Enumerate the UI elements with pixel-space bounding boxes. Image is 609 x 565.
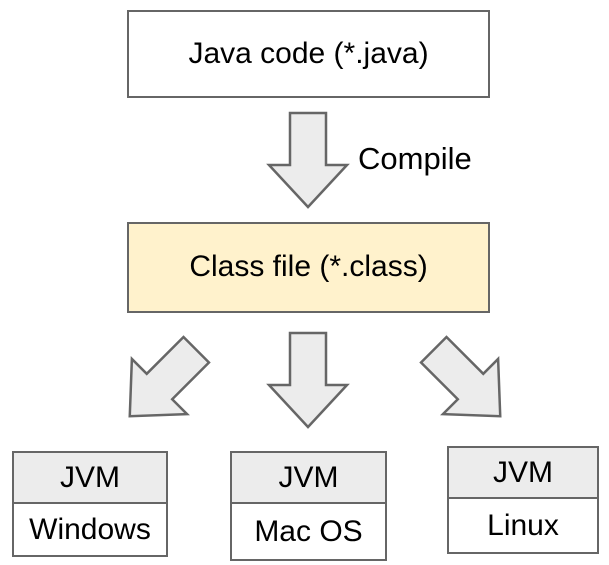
java-code-label: Java code (*.java) — [188, 36, 429, 70]
jvm-macos-header: JVM — [232, 453, 385, 504]
jvm-linux-node: JVM Linux — [447, 446, 599, 554]
down-right-arrow-icon — [419, 335, 502, 418]
down-left-arrow-icon — [128, 335, 211, 418]
compile-down-arrow-icon — [266, 111, 350, 209]
compile-edge-label: Compile — [358, 141, 472, 176]
java-code-node: Java code (*.java) — [127, 10, 490, 98]
jvm-macos-label: Mac OS — [232, 504, 385, 559]
down-arrow-shape — [266, 331, 350, 429]
jvm-macos-node: JVM Mac OS — [230, 451, 387, 561]
jvm-windows-label: Windows — [14, 504, 166, 555]
jvm-windows-node: JVM Windows — [12, 451, 168, 557]
down-arrow-icon — [266, 331, 350, 429]
down-right-arrow-shape — [419, 335, 502, 418]
down-left-arrow-shape — [128, 335, 211, 418]
compile-arrow-shape — [266, 111, 350, 209]
jvm-linux-label: Linux — [449, 499, 597, 552]
jvm-linux-header: JVM — [449, 448, 597, 499]
class-file-node: Class file (*.class) — [127, 222, 490, 313]
class-file-label: Class file (*.class) — [189, 250, 428, 284]
jvm-windows-header: JVM — [14, 453, 166, 504]
